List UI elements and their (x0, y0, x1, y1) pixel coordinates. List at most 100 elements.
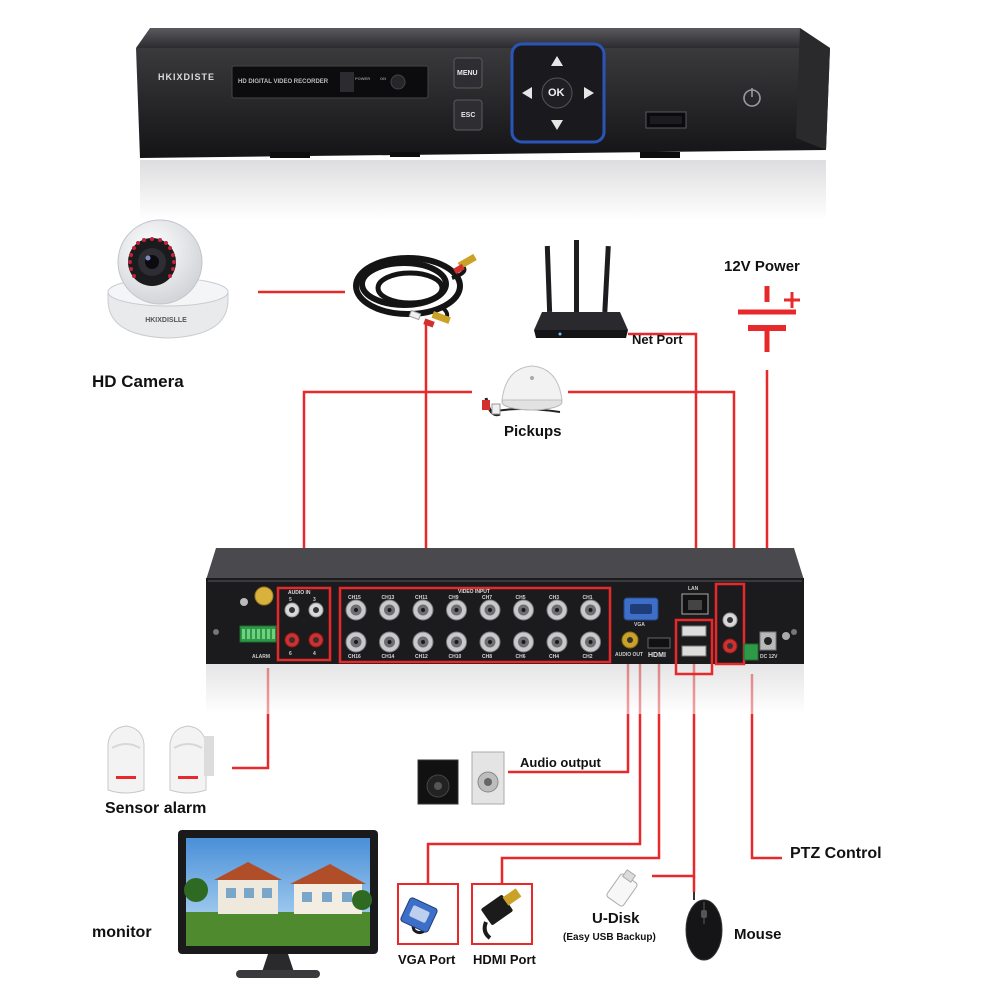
wire-router-lan (628, 332, 698, 594)
wire-ptz (750, 674, 782, 860)
bnc-ch14[interactable] (379, 631, 400, 653)
router-icon (534, 240, 628, 338)
esc-button-label: ESC (461, 112, 476, 119)
audio-in-highlight (276, 586, 332, 662)
channel-label-ch5: CH5 (515, 595, 526, 601)
usb-port-1[interactable] (681, 625, 707, 637)
bnc-ch13[interactable] (379, 599, 400, 621)
audio-in-num-4: 4 (313, 651, 316, 657)
wire-pickup-audio-right (568, 390, 736, 584)
label-monitor: monitor (92, 924, 152, 941)
bnc-ch3[interactable] (546, 599, 568, 621)
bnc-ch15[interactable] (345, 599, 367, 621)
bnc-connectors (345, 599, 601, 653)
coax-connectors (408, 253, 477, 328)
audio-in-jacks[interactable] (284, 602, 324, 648)
usb-highlight (674, 618, 714, 676)
channel-label-ch14: CH14 (381, 654, 395, 660)
camera-brand: HKIXDISLLE (145, 317, 187, 324)
audio-in-right-highlight (714, 582, 746, 666)
ground-screw (254, 586, 274, 606)
channel-label-ch15: CH15 (348, 595, 361, 601)
channel-label-ch12: CH12 (415, 654, 428, 660)
arrow-left-icon[interactable] (522, 87, 532, 99)
label-ptz-control: PTZ Control (790, 845, 882, 862)
arrow-right-icon[interactable] (584, 87, 594, 99)
label-hdmi-port: HDMI Port (473, 952, 536, 967)
bnc-ch6[interactable] (513, 631, 534, 653)
mouse-icon (685, 892, 723, 961)
channel-label-ch1: CH1 (582, 595, 593, 601)
video-input-label: VIDEO INPUT (458, 589, 490, 595)
audio-in-label: AUDIO IN (288, 590, 311, 596)
ir-receiver (390, 74, 406, 90)
dc-label: DC 12V (760, 654, 778, 660)
dvr-brand: HKIXDISTE (158, 72, 216, 82)
dvr-indicator-on: ON (380, 76, 386, 81)
dvr-back-unit (206, 548, 804, 714)
hdmi-port-box (471, 883, 533, 945)
channel-label-ch10: CH10 (448, 654, 462, 660)
usb-drive-icon (606, 869, 638, 907)
ok-button-label: OK (548, 87, 565, 99)
wire-group (232, 290, 782, 892)
menu-button-label: MENU (457, 70, 478, 77)
channel-label-ch8: CH8 (482, 654, 493, 660)
audio-out-label: AUDIO OUT (615, 652, 644, 658)
bnc-ch7[interactable] (479, 599, 501, 621)
pickup-microphone-icon (482, 365, 563, 417)
vga-label: VGA (634, 622, 645, 628)
ok-button[interactable] (541, 77, 573, 109)
bnc-ch5[interactable] (513, 599, 534, 621)
usb-port-2[interactable] (681, 645, 707, 657)
lan-label: LAN (688, 586, 699, 592)
arrow-up-icon[interactable] (551, 56, 563, 66)
power-led (340, 72, 354, 92)
label-audio-output: Audio output (520, 755, 601, 770)
hdmi-port[interactable] (647, 637, 671, 649)
rs485-terminal[interactable] (743, 643, 759, 661)
dome-camera-icon: HKIXDISLLE (107, 219, 229, 339)
power-symbol-icon (738, 286, 800, 352)
bnc-ch8[interactable] (479, 631, 501, 653)
channel-label-ch13: CH13 (381, 595, 395, 601)
bnc-ch2[interactable] (580, 631, 601, 653)
dvr-display-text: HD DIGITAL VIDEO RECORDER (238, 79, 329, 85)
label-sensor-alarm: Sensor alarm (105, 800, 207, 817)
hdmi-label: HDMI (648, 652, 666, 659)
channel-label-ch2: CH2 (582, 654, 593, 660)
bnc-ch1[interactable] (580, 599, 601, 621)
monitor-icon (178, 830, 378, 978)
label-u-disk-note: (Easy USB Backup) (563, 932, 656, 943)
bnc-ch4[interactable] (546, 631, 568, 653)
label-vga-port: VGA Port (398, 952, 456, 967)
audio-in-num-1: 5 (289, 597, 292, 603)
menu-button[interactable] (453, 57, 483, 89)
bnc-ch16[interactable] (345, 631, 367, 653)
label-mouse: Mouse (734, 926, 782, 943)
audio-in-num-2: 3 (313, 597, 316, 603)
vga-port-box (397, 883, 459, 945)
bnc-ch10[interactable] (446, 631, 467, 653)
channel-label-ch16: CH16 (348, 654, 361, 660)
label-12v-power: 12V Power (724, 258, 800, 275)
alarm-label: ALARM (252, 654, 271, 660)
pir-sensor-icon (107, 725, 214, 794)
wire-pickup-audio-left (302, 390, 472, 588)
video-input-highlight (338, 586, 612, 664)
channel-label-ch9: CH9 (448, 595, 459, 601)
bnc-ch12[interactable] (412, 631, 434, 653)
bnc-ch9[interactable] (446, 599, 467, 621)
label-hd-camera: HD Camera (92, 372, 184, 391)
esc-button[interactable] (453, 99, 483, 131)
arrow-down-icon[interactable] (551, 120, 563, 130)
channel-label-ch11: CH11 (415, 595, 428, 601)
coax-cable-icon (353, 255, 467, 322)
dvr-front-unit (136, 28, 830, 220)
channel-label-ch7: CH7 (482, 595, 493, 601)
wire-hdmi (500, 656, 661, 884)
dvr-indicator-power: POWER (355, 76, 371, 81)
bnc-ch11[interactable] (412, 599, 434, 621)
